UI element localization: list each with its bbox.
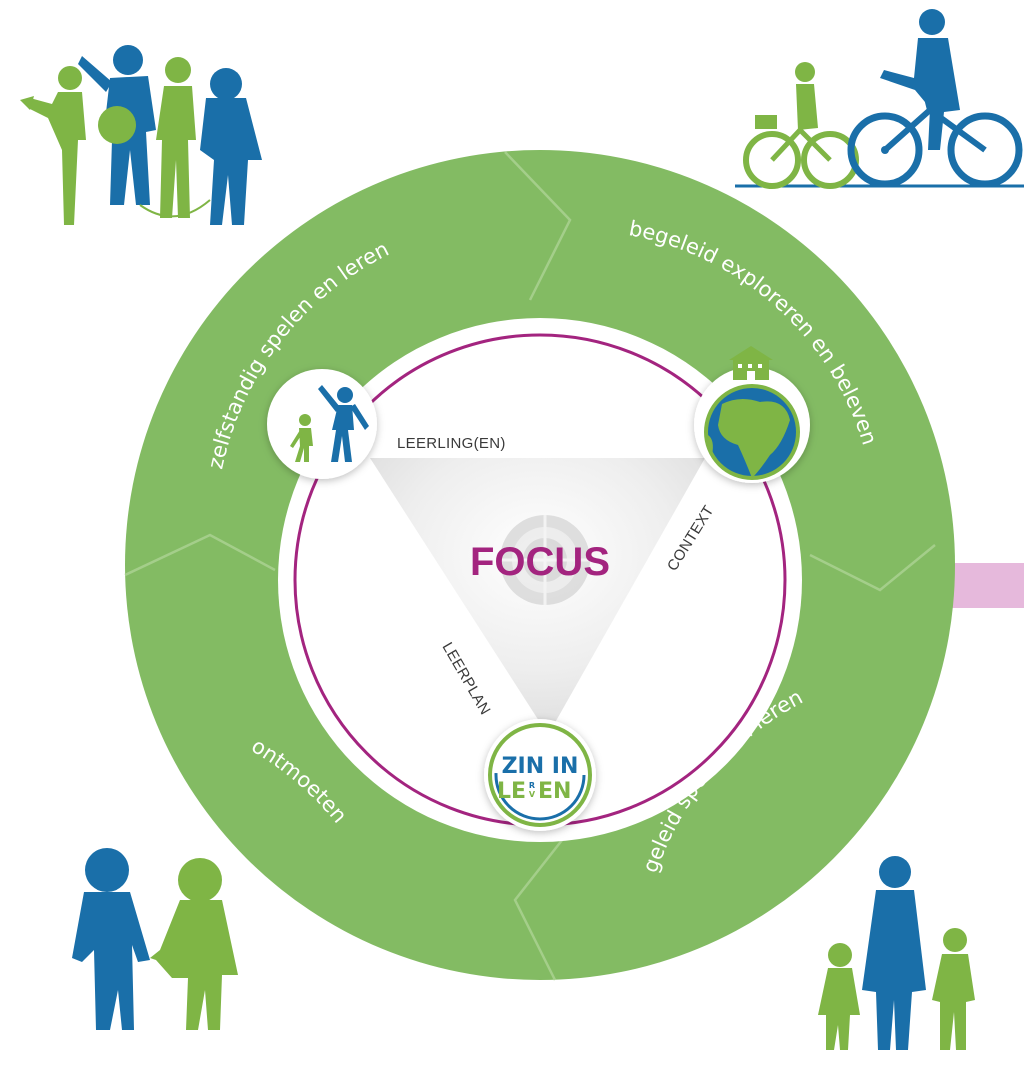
target-icon xyxy=(500,515,590,605)
pink-bar xyxy=(945,563,1024,608)
segment-dividers xyxy=(124,151,936,981)
context-node xyxy=(694,346,810,483)
children-icon xyxy=(290,385,369,462)
children-playing-silhouette xyxy=(20,45,262,225)
label-learner: LEERLING(EN) xyxy=(397,435,506,452)
logo-mid-top: R xyxy=(529,781,535,790)
logo-line-1: ZIN IN xyxy=(502,754,579,779)
logo-mid-bottom: V xyxy=(529,790,536,799)
globe-school-icon xyxy=(704,346,800,480)
curriculum-node: ZIN IN LE R V EN xyxy=(484,719,596,831)
logo-line-2a: LE xyxy=(497,779,526,804)
zin-in-leren-logo: ZIN IN LE R V EN xyxy=(488,723,592,827)
focus-title: FOCUS xyxy=(470,540,610,584)
parent-child-cycling-silhouette xyxy=(735,9,1024,189)
parent-with-children-silhouette xyxy=(818,856,975,1050)
logo-line-2b: EN xyxy=(538,779,571,804)
children-holding-hands-silhouette xyxy=(72,848,238,1030)
learner-node xyxy=(267,369,377,479)
